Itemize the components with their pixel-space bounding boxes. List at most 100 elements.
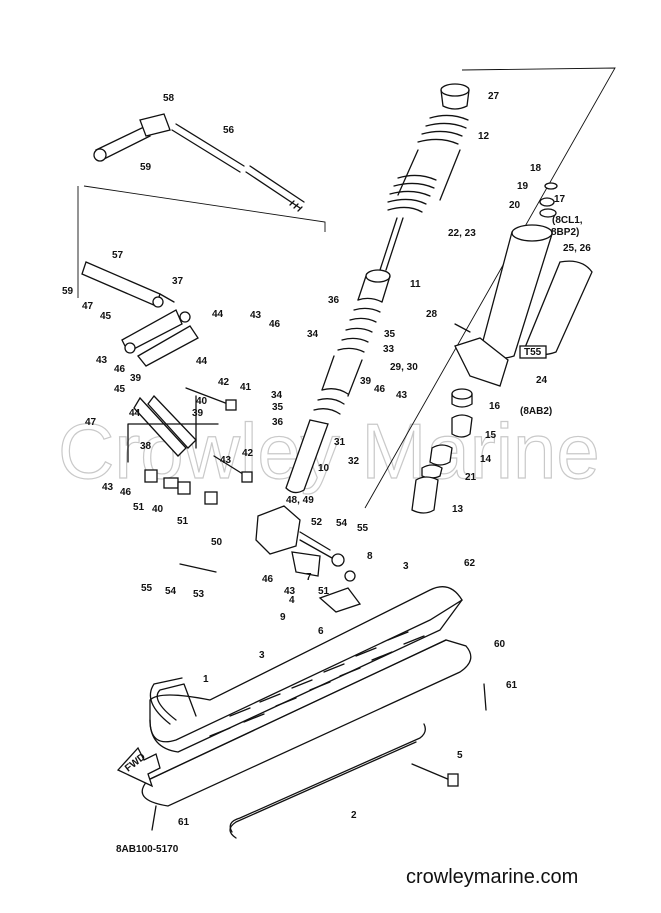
part-callout: 14	[480, 454, 492, 465]
part-callout: 27	[488, 91, 500, 102]
part-callout: 59	[140, 162, 152, 173]
part-callout: 28	[426, 309, 438, 320]
part-callout: 2	[351, 810, 357, 821]
part-callout: 13	[452, 504, 464, 515]
site-url: crowleymarine.com	[406, 866, 578, 888]
part-callout: 46	[374, 384, 386, 395]
part-callout: 29, 30	[390, 362, 418, 373]
part-callout: 17	[554, 194, 566, 205]
part-callout: 56	[223, 125, 235, 136]
upper-arm-group	[77, 113, 326, 298]
part-callout: 8BP2)	[551, 227, 579, 238]
part-callout: 43	[396, 390, 408, 401]
part-callout: 44	[196, 356, 208, 367]
part-callout: 40	[152, 504, 164, 515]
part-callout: 43	[284, 586, 296, 597]
damper-cylinder-group: T55	[411, 182, 593, 514]
part-callout: 9	[280, 612, 286, 623]
part-callout: 46	[114, 364, 126, 375]
part-callout: 25, 26	[563, 243, 591, 254]
part-callout: 34	[271, 390, 283, 401]
part-callout: 11	[410, 279, 421, 290]
part-callout: 62	[464, 558, 476, 569]
part-callout: 39	[192, 408, 204, 419]
part-callout: 33	[383, 344, 395, 355]
part-callout: 55	[141, 583, 153, 594]
part-callout: 44	[129, 408, 141, 419]
part-callout: 21	[465, 472, 477, 483]
part-callout: 43	[220, 455, 232, 466]
part-callout: 15	[485, 430, 497, 441]
part-callout: 35	[272, 402, 284, 413]
part-callout: 43	[250, 310, 262, 321]
part-callout: 37	[172, 276, 184, 287]
part-callout: 35	[384, 329, 396, 340]
part-callout: 16	[489, 401, 501, 412]
part-callout: 19	[517, 181, 529, 192]
part-callout: 6	[318, 626, 324, 637]
part-callout: 3	[403, 561, 409, 572]
part-callout: 4	[289, 595, 295, 606]
part-callout: 46	[269, 319, 281, 330]
part-callout: 31	[334, 437, 346, 448]
lower-shaft-group	[81, 261, 199, 367]
part-callout: 61	[178, 817, 190, 828]
part-callout: 34	[307, 329, 319, 340]
part-callout: 40	[196, 396, 208, 407]
part-callout: 24	[536, 375, 548, 386]
part-callout: 47	[82, 301, 94, 312]
part-callout: 53	[193, 589, 205, 600]
part-callout: 58	[163, 93, 175, 104]
ski-slots	[209, 631, 425, 737]
part-callout: 41	[240, 382, 252, 393]
part-callout: 12	[478, 131, 490, 142]
part-callout: 22, 23	[448, 228, 476, 239]
part-callout: 45	[100, 311, 112, 322]
shock-spring-group	[285, 67, 616, 509]
ski-group: FWD	[116, 586, 487, 839]
part-callout: 61	[506, 680, 518, 691]
svg-text:T55: T55	[524, 347, 542, 358]
part-callout: 44	[212, 309, 224, 320]
swing-arm-group	[127, 387, 253, 505]
part-callout: 51	[318, 586, 330, 597]
part-callout: 36	[328, 295, 340, 306]
part-callout: 50	[211, 537, 223, 548]
part-callout: 20	[509, 200, 521, 211]
part-callout: 57	[112, 250, 124, 261]
part-callout: 59	[62, 286, 74, 297]
part-callout: 42	[242, 448, 254, 459]
part-callout: 46	[120, 487, 132, 498]
part-callout: 8	[367, 551, 373, 562]
part-callout: 45	[114, 384, 126, 395]
part-callout: 48, 49	[286, 495, 314, 506]
part-callout: (8CL1,	[552, 215, 583, 226]
part-callout: 1	[203, 674, 209, 685]
part-callout: 39	[360, 376, 372, 387]
part-callout: 43	[96, 355, 108, 366]
part-callout: 42	[218, 377, 230, 388]
part-callout: 52	[311, 517, 323, 528]
part-callout: 51	[177, 516, 189, 527]
part-callout: 32	[348, 456, 360, 467]
part-callout: 60	[494, 639, 506, 650]
part-callout: 10	[318, 463, 330, 474]
spring	[387, 114, 469, 213]
part-callout: 39	[130, 373, 142, 384]
part-callout: 18	[530, 163, 542, 174]
part-callout: 36	[272, 417, 284, 428]
part-callout: 55	[357, 523, 369, 534]
part-callout: 47	[85, 417, 97, 428]
part-callout: 5	[457, 750, 463, 761]
part-callout: 54	[165, 586, 177, 597]
part-callout: 46	[262, 574, 274, 585]
part-callout: 7	[306, 572, 312, 583]
part-callout: 51	[133, 502, 145, 513]
part-callout: 38	[140, 441, 152, 452]
pivot-bracket-group	[179, 505, 362, 613]
part-callout: 43	[102, 482, 114, 493]
diagram-code: 8AB100-5170	[116, 844, 179, 855]
